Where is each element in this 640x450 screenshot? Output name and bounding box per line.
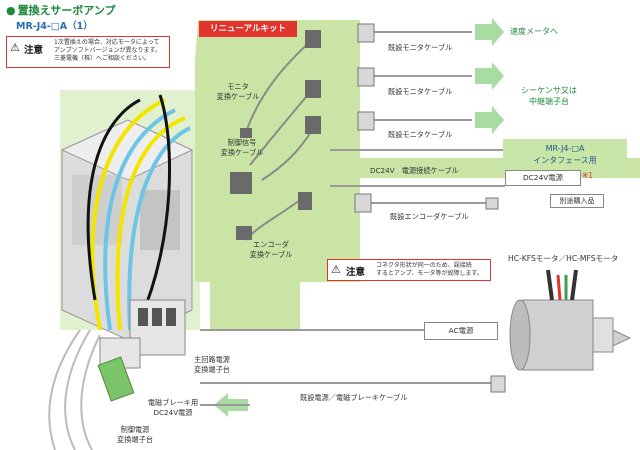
label-line: 制御電源 <box>120 425 150 434</box>
caution-top-label: 注意 <box>24 45 44 56</box>
sold-separately-box: 別途購入品 <box>550 194 604 208</box>
arrow-to-sequencer-2 <box>475 106 504 134</box>
label-line: モニタ <box>227 82 249 91</box>
existing-power-brake-cable-label: 既設電源／電磁ブレーキケーブル <box>300 393 408 402</box>
main-circuit-terminal-label: 主回路電源 変換端子台 <box>194 355 230 375</box>
label-line: 変換端子台 <box>117 435 153 444</box>
sequencer-label: シーケンサ又は 中継端子台 <box>506 85 592 107</box>
existing-monitor-cable-1-label: 既設モニタケーブル <box>388 43 453 52</box>
existing-encoder-cable-label: 既設エンコーダケーブル <box>390 212 469 221</box>
dc24v-supply-box: DC24V電源 <box>505 170 581 186</box>
control-power-terminal-label: 制御電源 変換端子台 <box>100 425 170 445</box>
label-line: MR-J4-□A <box>545 144 585 153</box>
label-line: DC24V電源 <box>153 408 193 417</box>
label-line: 主回路電源 <box>194 355 230 364</box>
speed-meter-label: 速度メータへ <box>510 27 558 36</box>
brake-dc24v-label: 電磁ブレーキ用 DC24V電源 <box>138 398 208 418</box>
ac-power-box: AC電源 <box>424 322 498 340</box>
motor-body <box>509 269 632 371</box>
caution-top-line-2: アンプソフトバージョンが異なります。 <box>54 47 161 54</box>
warning-icon: ⚠ <box>331 263 341 276</box>
arrow-to-sequencer <box>475 62 504 90</box>
caution-top: ⚠ 注意 1次置換えの場合、対応モータによって アンプソフトバージョンが異なりま… <box>6 36 170 68</box>
control-signal-cable-label: 制御信号 変換ケーブル <box>212 138 272 158</box>
caution-mid-label: 注意 <box>346 267 366 278</box>
label-line: 中継端子台 <box>529 97 569 106</box>
label-line: エンコーダ <box>253 240 289 249</box>
page-title: ●置換えサーボアンプ <box>6 4 116 17</box>
arrow-to-speed-meter <box>475 18 504 46</box>
title-bullet-icon: ● <box>6 4 16 17</box>
label-line: 変換ケーブル <box>249 250 293 259</box>
monitor-conversion-cable-label: モニタ 変換ケーブル <box>208 82 268 102</box>
dc24v-power-cable-label: DC24V 電源接続ケーブル <box>370 166 459 175</box>
motor-label: HC-KFSモータ／HC-MFSモータ <box>508 254 619 263</box>
existing-monitor-cable-3-label: 既設モニタケーブル <box>388 130 453 139</box>
label-line: 変換ケーブル <box>216 92 260 101</box>
label-line: 変換ケーブル <box>220 148 264 157</box>
caution-middle: ⚠ 注意 コネクタ形状が同一のため、誤接続 するとアンプ、モータ等が故障します。 <box>327 259 491 281</box>
caution-mid-line-2: するとアンプ、モータ等が故障します。 <box>376 270 483 277</box>
page-subtitle: MR-J4-□A（1） <box>16 21 93 32</box>
label-line: 制御信号 <box>227 138 257 147</box>
renewal-kit-label: リニューアルキット <box>199 21 297 37</box>
caution-mid-line-1: コネクタ形状が同一のため、誤接続 <box>376 262 472 269</box>
encoder-conversion-cable-label: エンコーダ 変換ケーブル <box>236 240 306 260</box>
terminal-blocks <box>97 299 186 402</box>
warning-icon: ⚠ <box>10 41 20 54</box>
label-line: 電磁ブレーキ用 <box>147 398 199 407</box>
caution-top-line-1: 1次置換えの場合、対応モータによって <box>54 39 160 46</box>
caution-top-line-3: 三菱電機（株）へご相談ください。 <box>54 55 151 62</box>
note-mark: ※1 <box>582 171 594 180</box>
label-line: インタフェース用 <box>533 156 597 165</box>
existing-monitor-cable-2-label: 既設モニタケーブル <box>388 87 453 96</box>
label-line: シーケンサ又は <box>521 86 577 95</box>
label-line: 変換端子台 <box>194 365 230 374</box>
interface-panel: MR-J4-□A インタフェース用 <box>503 139 627 173</box>
